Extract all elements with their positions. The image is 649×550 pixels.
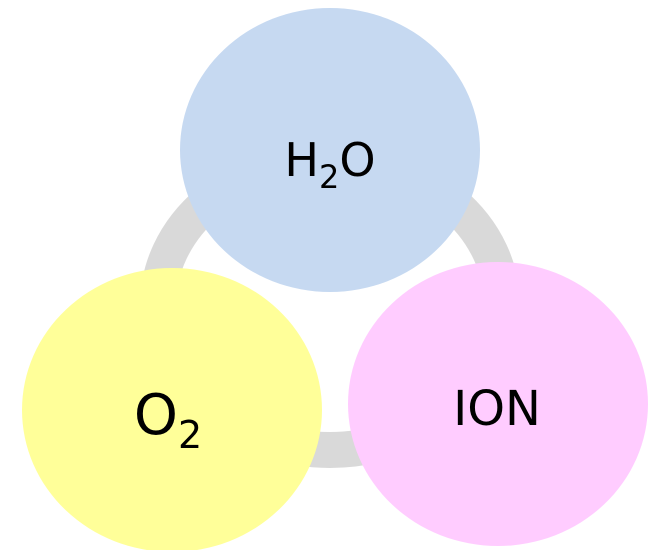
node-oxygen: O2 [22,268,322,550]
node-water: H2O [180,8,480,292]
node-water-label: H2O [284,133,375,196]
node-ion-circle [348,262,648,546]
node-oxygen-label: O2 [134,383,202,457]
node-ion-label: ION [453,381,541,437]
node-oxygen-circle [22,268,322,550]
node-ion: ION [348,262,648,546]
node-water-circle [180,8,480,292]
